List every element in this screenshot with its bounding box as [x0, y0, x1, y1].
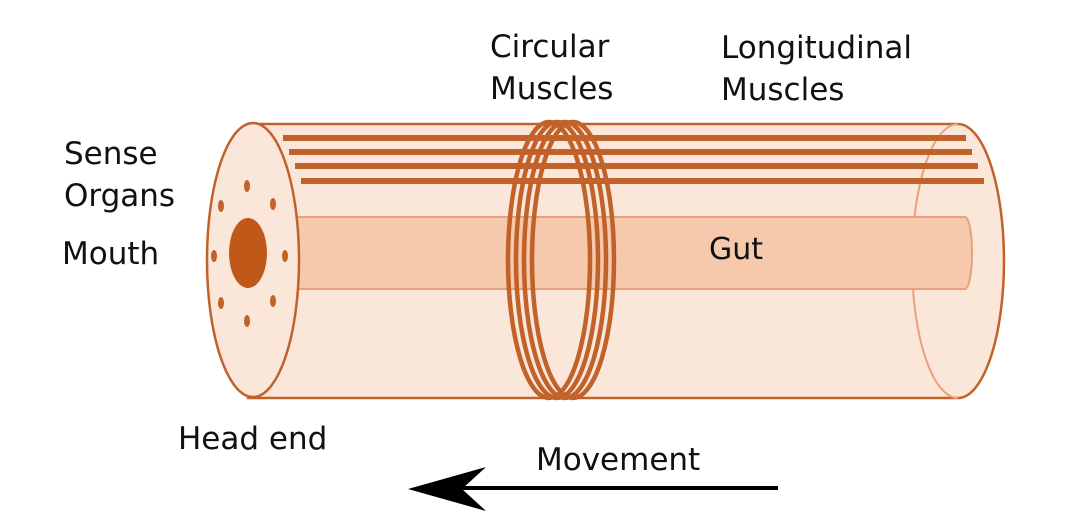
sense-organ-dot — [244, 180, 250, 192]
head-end-label: Head end — [178, 421, 328, 457]
sense-organs-label: Sense Organs — [64, 136, 176, 214]
longitudinal-muscles-label: Longitudinal Muscles — [721, 30, 912, 108]
movement-arrow-head — [408, 467, 486, 511]
sense-organ-dot — [211, 250, 217, 262]
movement-label: Movement — [536, 442, 701, 478]
sense-organ-dot — [218, 200, 224, 212]
longitudinal-muscles — [283, 135, 984, 184]
sense-organ-dot — [270, 198, 276, 210]
circular-muscle-ring — [529, 119, 617, 401]
sense-organ-dots — [211, 180, 288, 327]
sense-organ-dot — [270, 295, 276, 307]
arrow-left-icon — [408, 467, 778, 511]
circular-muscles — [505, 119, 617, 401]
sense-organ-dot — [218, 297, 224, 309]
circular-muscles-label: Circular Muscles — [490, 29, 614, 107]
mouth-opening — [229, 218, 267, 288]
mouth-label: Mouth — [62, 236, 160, 272]
head-end-face — [205, 121, 301, 399]
sense-organ-dot — [282, 250, 288, 262]
sense-organ-dot — [244, 315, 250, 327]
gut-label: Gut — [709, 232, 764, 267]
